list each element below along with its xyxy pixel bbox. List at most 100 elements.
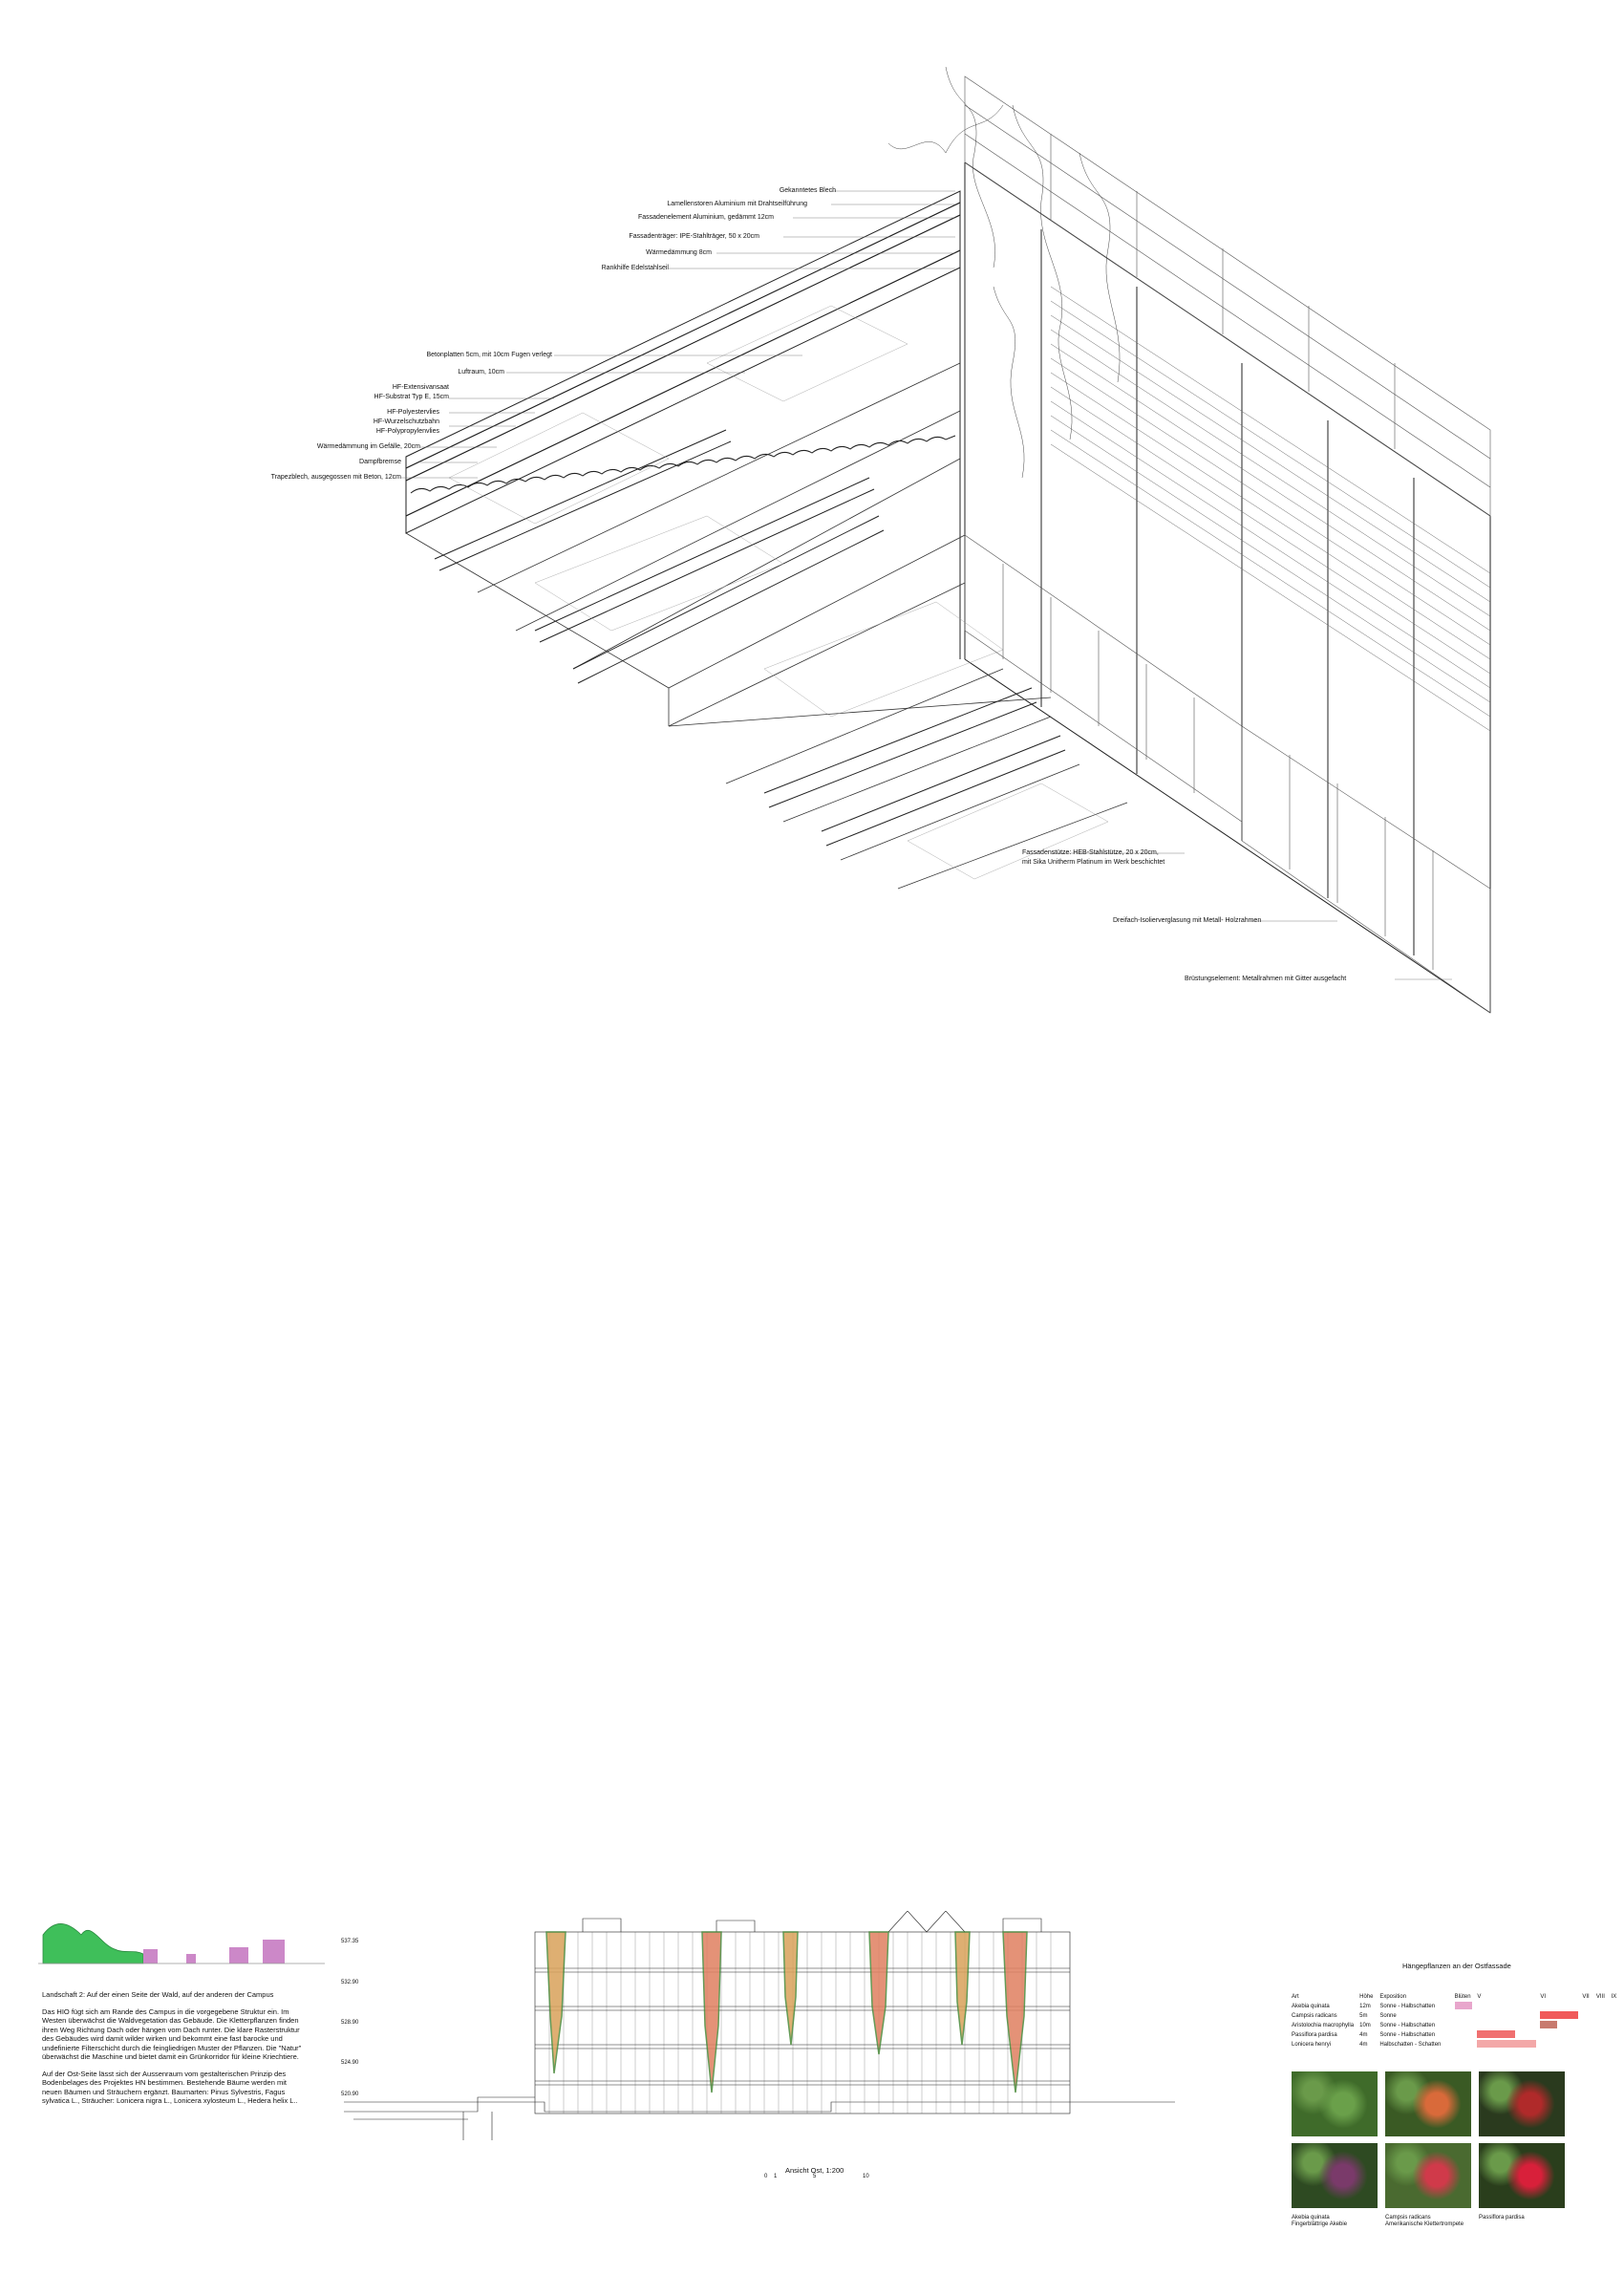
plant-exposure: Sonne - Halbschatten xyxy=(1379,2023,1436,2028)
label-rankhilfe: Rankhilfe Edelstahlseil xyxy=(601,265,669,271)
bloom-month-cell xyxy=(1540,2002,1582,2011)
climbing-plants xyxy=(887,66,1121,479)
bloom-month-cell xyxy=(1455,2030,1478,2040)
header-hoehe: Höhe xyxy=(1359,1994,1374,2000)
scale-5: 5 xyxy=(813,2174,817,2179)
scale-0: 0 xyxy=(764,2174,768,2179)
scale-1: 1 xyxy=(774,2174,778,2179)
plant-height: 5m xyxy=(1359,2013,1368,2019)
label-verglasung: Dreifach-Isolierverglasung mit Metall- H… xyxy=(1113,917,1262,924)
bloom-month-cell xyxy=(1612,2040,1624,2049)
bloom-month-cell xyxy=(1477,2040,1540,2049)
photo-caption-akebia: Akebia quinata Fingerblättrige Akebie xyxy=(1292,2215,1347,2228)
label-polyestervlies: HF-Polyestervlies xyxy=(387,409,439,416)
header-art: Art xyxy=(1292,1994,1299,2000)
label-trapezblech: Trapezblech, ausgegossen mit Beton, 12cm xyxy=(270,474,401,481)
pipes xyxy=(434,429,1066,847)
elevation-title: Ansicht Ost, 1:200 xyxy=(785,2166,844,2175)
scale-10: 10 xyxy=(863,2174,869,2179)
plant-exposure: Sonne - Halbschatten xyxy=(1379,2032,1436,2038)
bloom-period-bar xyxy=(1477,2030,1516,2038)
label-blech: Gekanntetes Blech xyxy=(779,187,836,194)
bloom-month-cell xyxy=(1582,2030,1596,2040)
bloom-month-cell xyxy=(1582,2002,1596,2011)
photo-caption-campsis: Campsis radicans Amerikanische Klettertr… xyxy=(1385,2215,1464,2228)
bloom-month-cell xyxy=(1540,2040,1582,2049)
bloom-period-bar xyxy=(1477,2040,1537,2048)
roof-railing xyxy=(964,75,1491,517)
label-dampfbremse: Dampfbremse xyxy=(359,459,401,465)
label-fassadenelement: Fassadenelement Aluminium, gedämmt 12cm xyxy=(637,214,774,221)
landscape-title: Landschaft 2: Auf der einen Seite der Wa… xyxy=(42,1990,274,1999)
bloom-month-cell xyxy=(1477,2011,1540,2021)
header-exposition: Exposition xyxy=(1379,1994,1407,2000)
bloom-month-cell xyxy=(1596,2021,1612,2030)
plant-photo xyxy=(1292,2071,1378,2136)
label-fassadenstuetze: Fassadenstütze: HEB-Stahlstütze, 20 x 20… xyxy=(1022,849,1159,856)
landscape-paragraph-west: Das HIO fügt sich am Rande des Campus in… xyxy=(42,2006,302,2062)
header-viii: VIII xyxy=(1595,1994,1605,2000)
parapet-grid xyxy=(964,534,1491,1014)
bloom-month-cell xyxy=(1477,2030,1540,2040)
level-532: 532.90 xyxy=(341,1980,359,1985)
lamella-blinds xyxy=(1050,286,1491,732)
bloom-month-cell xyxy=(1455,2011,1478,2021)
bloom-month-cell xyxy=(1477,2002,1540,2011)
leader-lines xyxy=(401,190,1452,980)
plant-photo xyxy=(1385,2071,1471,2136)
label-substrat: HF-Substrat Typ E, 15cm xyxy=(374,394,449,400)
header-vi: VI xyxy=(1540,1994,1547,2000)
caption-text: Campsis radicans Amerikanische Klettertr… xyxy=(1385,2215,1464,2227)
header-ix: IX xyxy=(1611,1994,1617,2000)
plant-exposure: Sonne xyxy=(1379,2013,1397,2019)
label-waermedaemmung-gefaelle: Wärmedämmung im Gefälle, 20cm xyxy=(316,443,420,450)
plant-height: 10m xyxy=(1359,2023,1371,2028)
bloom-month-cell xyxy=(1582,2011,1596,2021)
plant-name: Lonicera henryi xyxy=(1292,2042,1332,2048)
label-fassadentraeger: Fassadenträger: IPE-Stahlträger, 50 x 20… xyxy=(629,233,759,240)
plant-name: Passiflora pardisa xyxy=(1292,2032,1337,2038)
bloom-month-cell xyxy=(1596,2011,1612,2021)
bloom-month-cell xyxy=(1582,2040,1596,2049)
plant-photo xyxy=(1385,2143,1471,2208)
caption-text: Passiflora pardisa xyxy=(1479,2215,1525,2221)
hanging-plants xyxy=(545,1931,1028,2093)
landscape-diagram xyxy=(38,1923,325,1964)
bloom-month-cell xyxy=(1477,2021,1540,2030)
header-v: V xyxy=(1477,1994,1482,2000)
east-elevation-drawing xyxy=(344,1911,1175,2140)
bloom-month-cell xyxy=(1540,2021,1582,2030)
bloom-month-cell xyxy=(1455,2040,1478,2049)
label-luftraum: Luftraum, 10cm xyxy=(458,369,504,376)
bloom-month-cell xyxy=(1540,2011,1582,2021)
bloom-month-cell xyxy=(1596,2040,1612,2049)
label-wurzelschutzbahn: HF-Wurzelschutzbahn xyxy=(373,418,439,425)
label-bruestungselement: Brüstungselement: Metallrahmen mit Gitte… xyxy=(1185,976,1347,982)
plants-title: Hängepflanzen an der Ostfassade xyxy=(1402,1962,1511,1970)
photo-caption-passiflora: Passiflora pardisa xyxy=(1479,2215,1525,2221)
axonometric-detail-drawing xyxy=(401,66,1491,1014)
bloom-month-cell xyxy=(1612,2030,1624,2040)
bloom-month-cell xyxy=(1455,2021,1478,2030)
bloom-month-cell xyxy=(1540,2030,1582,2040)
level-520: 520.90 xyxy=(341,2092,359,2097)
label-extensivansaat: HF-Extensivansaat xyxy=(392,384,449,391)
bloom-period-bar xyxy=(1540,2011,1579,2019)
bloom-month-cell xyxy=(1582,2021,1596,2030)
bloom-month-cell xyxy=(1612,2011,1624,2021)
ceiling-underside xyxy=(405,362,1128,890)
plant-photo xyxy=(1292,2143,1378,2208)
landscape-paragraph-east: Auf der Ost-Seite lässt sich der Aussenr… xyxy=(42,2069,298,2106)
label-fassadenstuetze-coating: mit Sika Unitherm Platinum im Werk besch… xyxy=(1022,859,1165,866)
plant-height: 4m xyxy=(1359,2032,1368,2038)
plant-photo xyxy=(1479,2143,1565,2208)
landscape-text: Landschaft 2: Auf der einen Seite der Wa… xyxy=(42,1990,305,2114)
header-blueten: Blüten xyxy=(1454,1994,1471,2000)
plant-name: Akebia quinata xyxy=(1292,2004,1330,2009)
bloom-period-bar xyxy=(1454,2002,1472,2009)
plant-photo xyxy=(1479,2071,1565,2136)
